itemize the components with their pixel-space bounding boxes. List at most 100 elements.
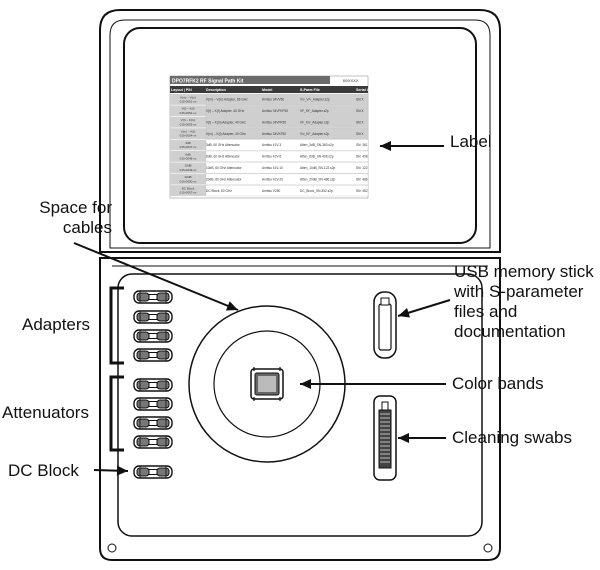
label-row-serial: SN: 486 [356, 177, 368, 181]
label-row-serial: SN:X [356, 109, 364, 113]
attenuator-connector [133, 435, 173, 449]
label-row-pn: 015-0049-xx [180, 168, 197, 172]
label-row-serial: SN: 361 [356, 143, 368, 147]
label-row-pn-cell [170, 173, 206, 185]
cleaning-swabs [373, 395, 397, 481]
label-row-pn-cell [170, 116, 206, 128]
label-row [205, 162, 369, 174]
usb-stick-arrow [397, 299, 451, 318]
label-row-file: V/v_V/v_Adapter.s2p [300, 98, 330, 102]
attenuator-connector [133, 416, 173, 430]
label-row-file: VF_K/v_Adapter.s2p [300, 120, 329, 124]
base-latch-right [483, 543, 493, 553]
label-header-cell: Serial # [356, 88, 369, 92]
label-row-file: V/v_KF_Adapter.s2p [300, 132, 329, 136]
label-row-pn: 015-0057-xx [180, 191, 197, 195]
label-header-cell: S-Parm File [300, 88, 320, 92]
label-header-cell: Description [206, 88, 226, 92]
label-row [205, 173, 369, 185]
attenuators-bracket [109, 375, 124, 452]
adapters-callout: Adapters [22, 315, 91, 334]
label-row-pn: 015-0053-xx [180, 122, 197, 126]
label-title: DPO7RFK2 RF Signal Path Kit [172, 78, 244, 84]
label-row-pn: DC Block [182, 187, 195, 191]
usb-memory-stick [373, 291, 397, 359]
label-row-pn: V(m) – V(m) [180, 95, 196, 99]
label-row [205, 128, 369, 140]
label-row-serial: SN: 122 [356, 166, 368, 170]
label-arrow [380, 141, 444, 151]
label-row-model: Anritsu 41V-10 [262, 166, 283, 170]
label-row-model: Anritsu 34VKF50 [262, 132, 286, 136]
label-row-pn: 015-0054-xx [180, 134, 197, 138]
label-row [205, 185, 369, 197]
label-row-serial: SN:X [356, 120, 364, 124]
dc-block-callout: DC Block [8, 461, 79, 480]
label-row-pn-cell [170, 105, 206, 117]
label-row-pn: V(f) – K(f) [181, 107, 194, 111]
base-latch-left [107, 543, 117, 553]
label-row-desc: DC Block, 60 GHz [206, 189, 232, 193]
label-row [205, 150, 369, 162]
label-row-file: Atten_3dB_SN-360.s2p [300, 143, 334, 147]
attenuator-connector [133, 397, 173, 411]
label-row-pn: V(f) – K(m) [181, 118, 196, 122]
label-row-file: Atten_6dB_SN-408.s2p [300, 155, 334, 159]
label-serial-box: B0XXXX [343, 78, 359, 83]
label-row-file: DC_Block_SN-352.s2p [300, 189, 333, 193]
cleaning-swabs-callout: Cleaning swabs [452, 428, 573, 447]
label-row-model: Anritsu 34VFKF50 [262, 109, 288, 113]
adapter-connector [133, 310, 173, 324]
color-bands-arrow [300, 379, 446, 389]
label-row-pn: 3dB [185, 141, 190, 145]
label-row-pn-cell [170, 139, 206, 151]
label-row-desc: 6dB, 60 GHz Attenuator [206, 155, 241, 159]
label-row-desc: 10dB, 60 GHz Attenuator [206, 166, 242, 170]
label-row-desc: V(m) – V(m) Adapter, 65 GHz [206, 98, 248, 102]
label-row-desc: 20dB, 60 GHz Attenuator [206, 177, 242, 181]
lid-inner-edge [109, 19, 491, 249]
label-row-serial: SN:X [356, 98, 364, 102]
cleaning-swabs-arrow [398, 433, 446, 443]
label-row-model: Anritsu 34VV50 [262, 98, 284, 102]
color-bands-box [250, 367, 284, 401]
adapters-bracket [109, 286, 124, 365]
label-row-file: VF_KF_Adapter.s2p [300, 109, 329, 113]
label-header-bar [170, 86, 368, 93]
attenuator-connector [133, 378, 173, 392]
label-row-desc: V(f) – K(f) Adapter, 40 GHz [206, 109, 244, 113]
attenuators-callout: Attenuators [2, 403, 89, 422]
label-header-cell: Layout | P/N [171, 88, 192, 92]
label-row-desc: V(m) – K(f) Adapter, 40 GHz [206, 132, 246, 136]
label-row-model: Anritsu V250 [262, 189, 280, 193]
label-row-pn: 015-0052-xx [180, 111, 197, 115]
label-row-pn: 10dB [184, 164, 191, 168]
label-row-serial: SN: 408 [356, 155, 368, 159]
label-row-model: Anritsu 34VFK50 [262, 120, 286, 124]
label-row [205, 93, 369, 105]
label-row-file: Atten_10dB_SN-122.s2p [300, 166, 335, 170]
label-row-pn-cell [170, 128, 206, 139]
label-row-pn-cell [170, 151, 206, 162]
label-callout: Label [450, 132, 492, 151]
label-row [205, 139, 369, 151]
label-row-serial: SN: 452 [356, 189, 368, 193]
label-row-pn: 015-0048-xx [180, 157, 197, 161]
space-for-cables-callout: Space for cables [39, 198, 112, 237]
label-row-serial: SN:X [356, 132, 364, 136]
label-row [205, 105, 369, 117]
label-row [205, 116, 369, 128]
label-row-model: Anritsu 41V-20 [262, 177, 283, 181]
label-row-pn-cell [170, 185, 206, 196]
label-title-bar [170, 76, 330, 84]
label-row-pn: 20dB [184, 175, 191, 179]
label-row-model: Anritsu 41V-6 [262, 155, 281, 159]
label-row-pn: 015-0051-xx [180, 100, 197, 104]
label-row-pn: 6dB [185, 152, 190, 156]
label-row-pn-cell [170, 162, 206, 174]
adapter-connector [133, 348, 173, 362]
usb-stick-callout: USB memory stick with S-parameter files … [454, 262, 594, 341]
label-row-model: Anritsu 41V-3 [262, 143, 281, 147]
